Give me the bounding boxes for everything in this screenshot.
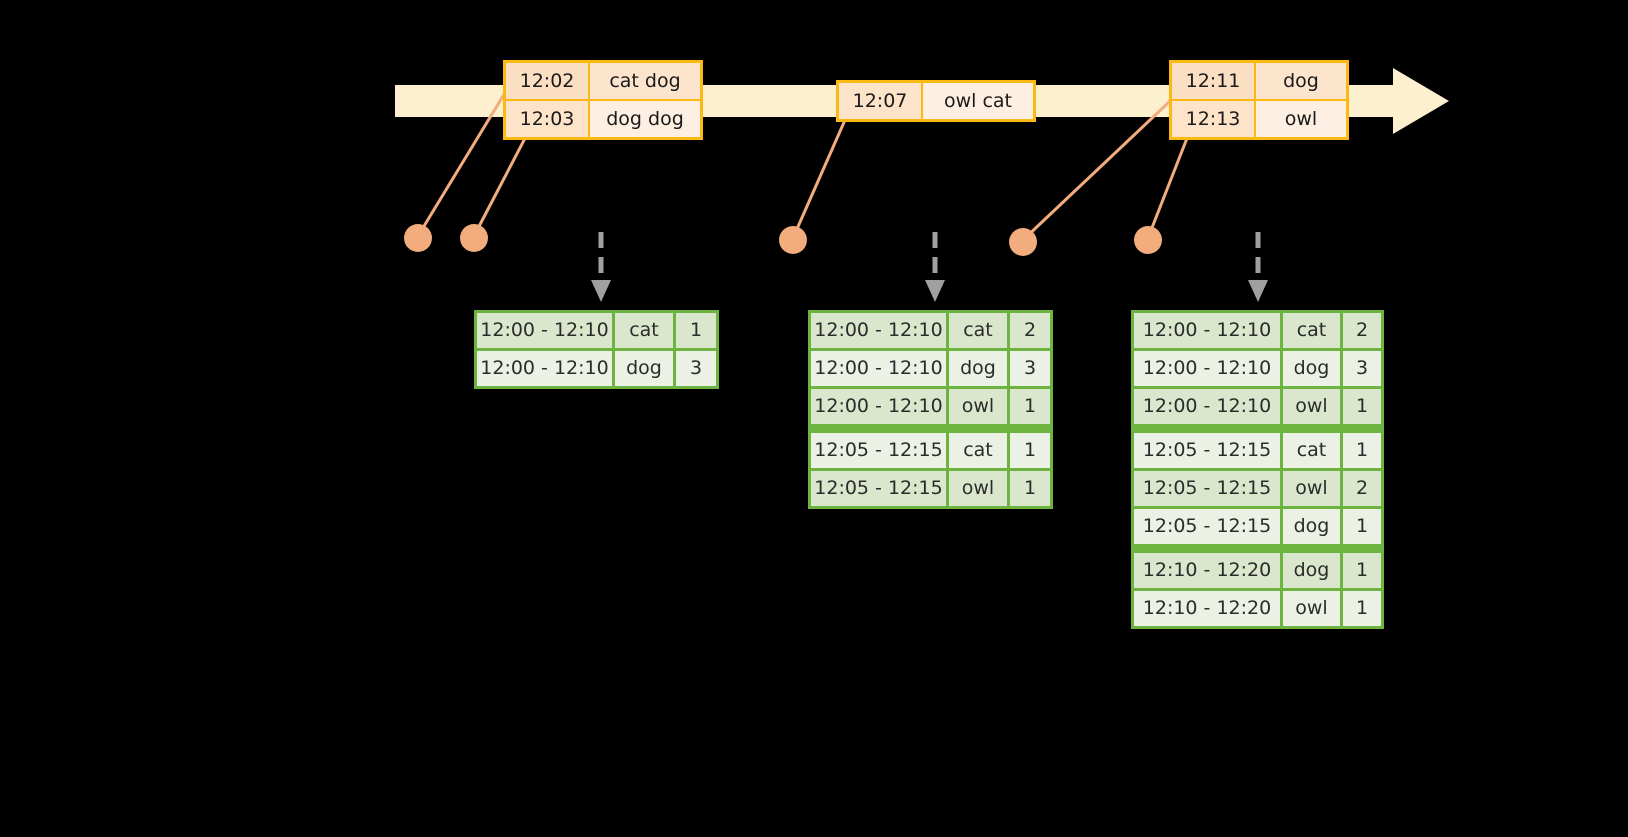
timeline-event-row: 12:07 owl cat <box>839 83 1033 119</box>
word-value: owl <box>1283 591 1340 626</box>
timeline-event-row: 12:13 owl <box>1172 101 1346 137</box>
window-group-separator <box>1134 547 1381 550</box>
word-value: owl <box>1283 471 1340 506</box>
window-result-table-3: 12:00 - 12:10 cat 2 12:00 - 12:10 dog 3 … <box>1131 310 1384 629</box>
window-range: 12:05 - 12:15 <box>1134 471 1280 506</box>
word-value: dog <box>1283 553 1340 588</box>
timeline-event-group-2: 12:07 owl cat <box>836 80 1036 122</box>
word-value: cat <box>1283 313 1340 348</box>
table-row: 12:00 - 12:10 dog 3 <box>1134 351 1381 386</box>
event-time: 12:13 <box>1172 101 1254 137</box>
window-range: 12:00 - 12:10 <box>1134 389 1280 424</box>
window-range: 12:00 - 12:10 <box>477 313 612 348</box>
table-row: 12:05 - 12:15 cat 1 <box>1134 433 1381 468</box>
window-group-separator <box>811 427 1050 430</box>
table-row: 12:00 - 12:10 cat 2 <box>811 313 1050 348</box>
window-range: 12:00 - 12:10 <box>477 351 612 386</box>
word-value: owl <box>949 389 1007 424</box>
window-range: 12:00 - 12:10 <box>1134 351 1280 386</box>
event-marker-3 <box>779 226 807 254</box>
table-row: 12:00 - 12:10 dog 3 <box>811 351 1050 386</box>
event-value: dog dog <box>590 101 700 137</box>
table-row: 12:00 - 12:10 cat 2 <box>1134 313 1381 348</box>
flow-arrow-2-icon <box>925 232 945 302</box>
word-value: owl <box>1283 389 1340 424</box>
word-value: dog <box>1283 509 1340 544</box>
event-value: owl <box>1256 101 1346 137</box>
count-value: 2 <box>1343 313 1381 348</box>
event-value: dog <box>1256 63 1346 99</box>
window-result-table-2: 12:00 - 12:10 cat 2 12:00 - 12:10 dog 3 … <box>808 310 1053 509</box>
table-row: 12:05 - 12:15 owl 1 <box>811 471 1050 506</box>
flow-arrow-1-icon <box>591 232 611 302</box>
table-row: 12:05 - 12:15 dog 1 <box>1134 509 1381 544</box>
window-range: 12:00 - 12:10 <box>811 389 946 424</box>
window-range: 12:10 - 12:20 <box>1134 591 1280 626</box>
event-marker-1 <box>404 224 432 252</box>
count-value: 2 <box>1010 313 1050 348</box>
table-row: 12:00 - 12:10 owl 1 <box>811 389 1050 424</box>
word-value: dog <box>949 351 1007 386</box>
window-range: 12:05 - 12:15 <box>811 471 946 506</box>
table-row: 12:05 - 12:15 owl 2 <box>1134 471 1381 506</box>
count-value: 3 <box>1010 351 1050 386</box>
count-value: 1 <box>1343 591 1381 626</box>
event-time: 12:03 <box>506 101 588 137</box>
count-value: 1 <box>1343 553 1381 588</box>
window-range: 12:05 - 12:15 <box>811 433 946 468</box>
word-value: cat <box>1283 433 1340 468</box>
event-value: cat dog <box>590 63 700 99</box>
word-value: dog <box>615 351 673 386</box>
event-time: 12:11 <box>1172 63 1254 99</box>
table-row: 12:10 - 12:20 dog 1 <box>1134 553 1381 588</box>
window-range: 12:10 - 12:20 <box>1134 553 1280 588</box>
word-value: dog <box>1283 351 1340 386</box>
event-time: 12:07 <box>839 83 921 119</box>
window-result-table-1: 12:00 - 12:10 cat 1 12:00 - 12:10 dog 3 <box>474 310 719 389</box>
table-row: 12:00 - 12:10 dog 3 <box>477 351 716 386</box>
event-time: 12:02 <box>506 63 588 99</box>
timeline-event-group-3: 12:11 dog 12:13 owl <box>1169 60 1349 140</box>
timeline-event-row: 12:03 dog dog <box>506 101 700 137</box>
window-range: 12:05 - 12:15 <box>1134 433 1280 468</box>
count-value: 1 <box>676 313 716 348</box>
window-range: 12:00 - 12:10 <box>1134 313 1280 348</box>
timeline-event-group-1: 12:02 cat dog 12:03 dog dog <box>503 60 703 140</box>
word-value: cat <box>949 433 1007 468</box>
timeline-arrow-head-icon <box>1393 68 1449 134</box>
count-value: 2 <box>1343 471 1381 506</box>
count-value: 1 <box>1010 389 1050 424</box>
window-range: 12:05 - 12:15 <box>1134 509 1280 544</box>
count-value: 3 <box>1343 351 1381 386</box>
table-row: 12:00 - 12:10 cat 1 <box>477 313 716 348</box>
word-value: cat <box>615 313 673 348</box>
event-marker-5 <box>1134 226 1162 254</box>
table-row: 12:10 - 12:20 owl 1 <box>1134 591 1381 626</box>
table-row: 12:05 - 12:15 cat 1 <box>811 433 1050 468</box>
count-value: 1 <box>1343 433 1381 468</box>
table-row: 12:00 - 12:10 owl 1 <box>1134 389 1381 424</box>
word-value: owl <box>949 471 1007 506</box>
count-value: 1 <box>1010 433 1050 468</box>
timeline-event-row: 12:02 cat dog <box>506 63 700 99</box>
count-value: 1 <box>1343 509 1381 544</box>
window-range: 12:00 - 12:10 <box>811 313 946 348</box>
timeline-event-row: 12:11 dog <box>1172 63 1346 99</box>
count-value: 3 <box>676 351 716 386</box>
count-value: 1 <box>1010 471 1050 506</box>
event-marker-2 <box>460 224 488 252</box>
flow-arrow-3-icon <box>1248 232 1268 302</box>
window-range: 12:00 - 12:10 <box>811 351 946 386</box>
event-value: owl cat <box>923 83 1033 119</box>
event-marker-4 <box>1009 228 1037 256</box>
word-value: cat <box>949 313 1007 348</box>
window-group-separator <box>1134 427 1381 430</box>
count-value: 1 <box>1343 389 1381 424</box>
